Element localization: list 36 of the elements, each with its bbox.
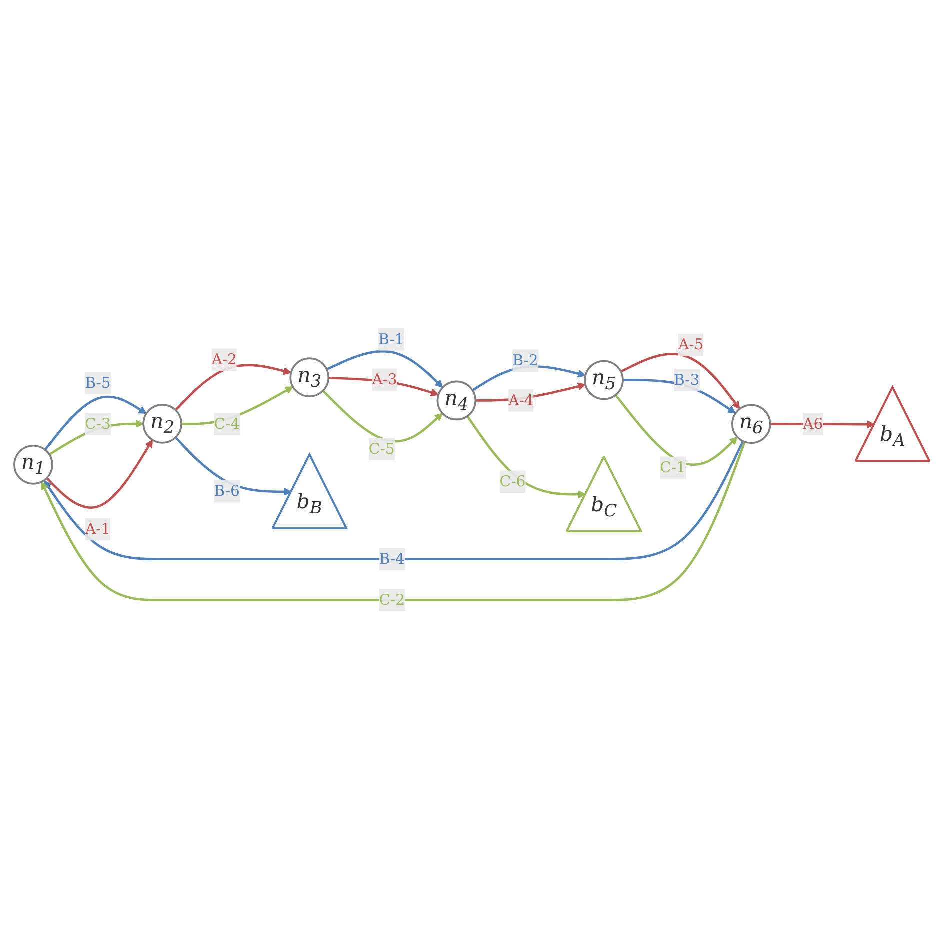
edge-label: B-4	[378, 550, 405, 568]
edge-label: A-1	[84, 520, 110, 538]
edge-label: A6	[802, 414, 823, 432]
edge-label: B-1	[378, 330, 404, 348]
edge-label: B-5	[84, 373, 110, 392]
arrow	[614, 394, 738, 466]
edge-label: A-4	[508, 390, 534, 409]
arrow	[174, 436, 292, 496]
edge-label: B-3	[673, 370, 700, 388]
edge-label: A-5	[678, 335, 704, 353]
arrow	[174, 364, 292, 411]
edge-label: C-4	[214, 414, 240, 432]
edge-label: A-2	[211, 350, 237, 368]
node-circle: n$_{6}$	[730, 404, 771, 444]
arrow	[770, 420, 875, 428]
node-circle: n$_{1}$	[13, 444, 53, 484]
edge-label: B-6	[214, 482, 240, 500]
node-circle: n$_{5}$	[584, 360, 624, 400]
edge-label: C-2	[378, 590, 405, 608]
arrow	[43, 440, 744, 560]
node-circle: n$_{2}$	[142, 403, 182, 444]
arrow	[44, 395, 146, 450]
arrow	[40, 441, 746, 601]
arrow	[326, 350, 443, 388]
node-circle: n$_{3}$	[289, 357, 330, 397]
arrow	[466, 415, 586, 498]
edge-label: C-6	[499, 472, 526, 490]
edge-label: C-1	[660, 458, 686, 476]
edge-label: C-3	[84, 414, 110, 432]
arrow	[620, 352, 740, 409]
edge-label: A-3	[372, 370, 397, 388]
edge-label: B-2	[512, 351, 538, 369]
arrow	[46, 439, 153, 508]
edge-label: C-5	[368, 440, 394, 458]
arrow	[322, 390, 443, 442]
node-circle: n$_{4}$	[436, 380, 476, 420]
